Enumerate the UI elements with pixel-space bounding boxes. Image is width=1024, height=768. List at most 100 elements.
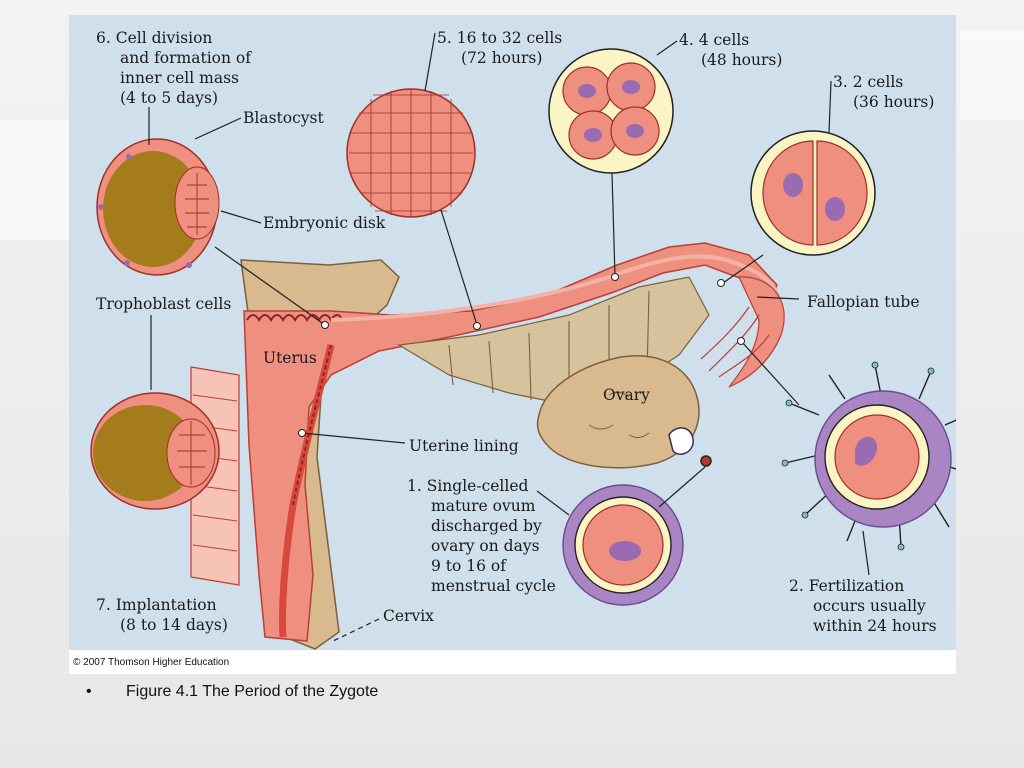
leader-ovum-ovary xyxy=(658,466,706,508)
leader-four-cell-tube xyxy=(611,172,616,278)
figure-caption: • Figure 4.1 The Period of the Zygote xyxy=(86,683,378,701)
sperm-head xyxy=(801,511,809,519)
sperm-head xyxy=(781,459,789,467)
figure-panel: 6. Cell division and formation of inner … xyxy=(69,15,956,674)
fimbriae-fingers xyxy=(700,306,770,378)
label-stage5-line2: (72 hours) xyxy=(461,49,542,67)
blastocyst xyxy=(96,138,220,276)
nucleus xyxy=(622,80,640,94)
leader-dot xyxy=(321,321,329,329)
label-blastocyst: Blastocyst xyxy=(243,109,324,127)
label-stage3-line2: (36 hours) xyxy=(853,93,934,111)
label-stage6-line3: inner cell mass xyxy=(120,69,239,87)
zona-pellucida xyxy=(548,48,674,174)
sperm-head xyxy=(785,399,793,407)
label-stage4-line2: (48 hours) xyxy=(701,51,782,69)
leader-dot xyxy=(717,279,725,287)
leader-stage5 xyxy=(424,32,436,92)
morula-cell-cols xyxy=(370,89,452,217)
leader-fallopian-tube xyxy=(756,296,800,300)
label-stage1-line6: menstrual cycle xyxy=(431,577,556,595)
label-stage5-line1: 5. 16 to 32 cells xyxy=(437,29,562,47)
label-stage7-line2: (8 to 14 days) xyxy=(120,616,228,634)
fallopian-tube-lumen xyxy=(330,254,780,322)
implanting-cells xyxy=(177,421,207,485)
fimbriae xyxy=(728,276,785,388)
leader-stage4 xyxy=(656,40,678,56)
blastocoel-cavity xyxy=(103,151,203,267)
nucleus xyxy=(783,173,803,197)
copyright-notice: © 2007 Thomson Higher Education xyxy=(73,657,230,668)
ruptured-follicle xyxy=(668,427,694,455)
ovary-texture xyxy=(588,391,650,439)
uterus-body xyxy=(243,242,778,642)
label-stage6-line2: and formation of xyxy=(120,49,252,67)
ovary xyxy=(536,355,700,469)
morula-16-32-cells xyxy=(346,88,476,218)
label-stage6-line1: 6. Cell division xyxy=(96,29,212,47)
released-ovum xyxy=(700,455,712,467)
label-stage6-line4: (4 to 5 days) xyxy=(120,89,218,107)
uterine-lining-top xyxy=(246,314,344,322)
fertilized-ovum xyxy=(834,414,920,500)
trophoblast-nucleus xyxy=(124,260,130,266)
nucleus xyxy=(626,124,644,138)
label-stage1-line5: 9 to 16 of xyxy=(431,557,507,575)
fertilization xyxy=(781,361,956,551)
label-embryonic-disk: Embryonic disk xyxy=(263,214,386,232)
implanting-blastocyst xyxy=(90,366,240,586)
nucleus xyxy=(825,197,845,221)
inner-cell-mass-cells xyxy=(185,173,209,235)
label-stage1-line4: ovary on days xyxy=(431,537,540,555)
two-cell-stage xyxy=(750,130,876,256)
ovum xyxy=(562,484,684,606)
label-stage1-line1: 1. Single-celled xyxy=(407,477,529,495)
sperm-head xyxy=(897,543,905,551)
caption-bullet: • xyxy=(86,683,92,700)
leader-two-cell-tube xyxy=(722,254,764,284)
label-stage2-line3: within 24 hours xyxy=(813,617,937,635)
leader-lines xyxy=(148,32,870,642)
sperm-tails xyxy=(784,364,956,548)
leader-stage2 xyxy=(862,530,870,576)
label-stage3-line1: 3. 2 cells xyxy=(833,73,903,91)
caption-text: Figure 4.1 The Period of the Zygote xyxy=(126,683,379,700)
leader-dot xyxy=(473,322,481,330)
sperm-head xyxy=(927,367,935,375)
label-stage7-line1: 7. Implantation xyxy=(96,596,217,614)
leader-embryonic-disk xyxy=(220,210,262,224)
uterine-lining-folds xyxy=(292,344,332,506)
label-stage1-line2: mature ovum xyxy=(431,497,536,515)
label-uterine-lining: Uterine lining xyxy=(409,437,519,455)
background-decor xyxy=(0,120,70,240)
leader-dot xyxy=(737,337,745,345)
leader-uterine-lining xyxy=(301,432,406,444)
ovum-nucleus xyxy=(609,541,641,561)
four-cell-stage xyxy=(548,48,674,174)
label-cervix: Cervix xyxy=(383,607,434,625)
label-uterus: Uterus xyxy=(263,349,317,367)
label-stage4-line1: 4. 4 cells xyxy=(679,31,749,49)
nucleus xyxy=(855,436,877,466)
leader-morula-tube xyxy=(440,209,478,326)
nucleus xyxy=(584,128,602,142)
sperm-head xyxy=(871,361,879,369)
leader-fimbriae-fertilization xyxy=(740,340,800,406)
nucleus xyxy=(578,84,596,98)
trophoblast-nucleus xyxy=(98,204,104,210)
label-fallopian-tube: Fallopian tube xyxy=(807,293,920,311)
uterus-anatomy xyxy=(240,242,785,650)
leader-blastocyst xyxy=(194,117,242,140)
zygote-diagram: 6. Cell division and formation of inner … xyxy=(69,15,956,650)
diagram-labels: 6. Cell division and formation of inner … xyxy=(96,29,937,635)
label-stage2-line2: occurs usually xyxy=(813,597,926,615)
leader-dot xyxy=(611,273,619,281)
trophoblast-nucleus xyxy=(126,154,132,160)
leader-stage1 xyxy=(536,490,570,516)
leader-dot xyxy=(298,429,306,437)
label-stage2-line1: 2. Fertilization xyxy=(789,577,904,595)
leader-blastocyst-uterus xyxy=(214,246,326,326)
implanting-blastocoel xyxy=(93,405,197,501)
background-decor xyxy=(960,30,1024,120)
ligament-lines xyxy=(448,290,650,403)
